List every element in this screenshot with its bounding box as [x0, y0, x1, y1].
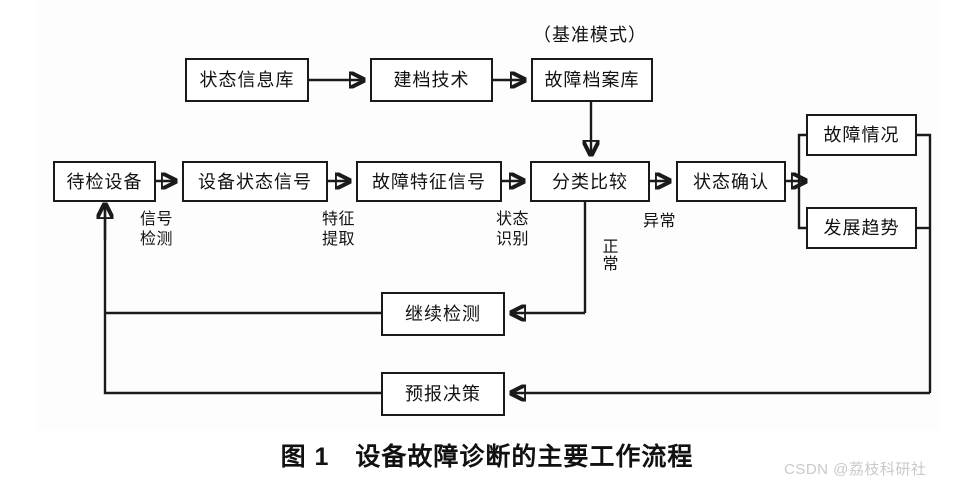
baseline-mode-note: （基准模式） [533, 25, 647, 45]
node-state-confirm[interactable]: 状态确认 [676, 161, 786, 202]
edge-label-normal: 正常 [599, 238, 617, 272]
node-continue-detection[interactable]: 继续检测 [381, 292, 505, 336]
node-label: 待检设备 [66, 171, 143, 192]
node-label: 分类比较 [552, 171, 628, 192]
node-development-trend[interactable]: 发展趋势 [806, 207, 917, 249]
csdn-watermark: CSDN @荔枝科研社 [784, 461, 927, 478]
node-label: 设备状态信号 [198, 171, 312, 192]
edge-label-abnormal: 异常 [643, 213, 677, 230]
node-archiving-tech[interactable]: 建档技术 [370, 58, 493, 102]
node-fault-situation[interactable]: 故障情况 [806, 114, 917, 156]
figure-number: 图 1 [280, 443, 330, 471]
node-device-to-inspect[interactable]: 待检设备 [53, 161, 156, 202]
edge-label-signal-detection: 信号 检测 [140, 211, 174, 248]
node-classify-compare[interactable]: 分类比较 [530, 161, 650, 202]
node-label: 故障特征信号 [372, 171, 486, 192]
node-label: 状态信息库 [199, 70, 295, 90]
node-device-state-signal[interactable]: 设备状态信号 [182, 161, 328, 202]
node-label: 建档技术 [393, 70, 470, 90]
node-state-info-db[interactable]: 状态信息库 [185, 58, 309, 102]
edge-label-feature-extraction: 特征 提取 [322, 211, 356, 248]
node-forecast-decision[interactable]: 预报决策 [381, 372, 505, 416]
node-label: 预报决策 [405, 384, 481, 404]
figure-title: 设备故障诊断的主要工作流程 [355, 443, 694, 471]
node-label: 故障档案库 [544, 70, 640, 90]
node-fault-archive-db[interactable]: 故障档案库 [531, 58, 653, 102]
node-label: 继续检测 [405, 304, 481, 324]
node-fault-feature-signal[interactable]: 故障特征信号 [356, 161, 502, 202]
figure-caption: 图 1 设备故障诊断的主要工作流程 [0, 445, 974, 470]
node-label: 状态确认 [693, 171, 769, 192]
node-label: 故障情况 [823, 125, 900, 145]
node-label: 发展趋势 [823, 218, 900, 238]
edge-label-state-recognition: 状态 识别 [496, 211, 530, 248]
